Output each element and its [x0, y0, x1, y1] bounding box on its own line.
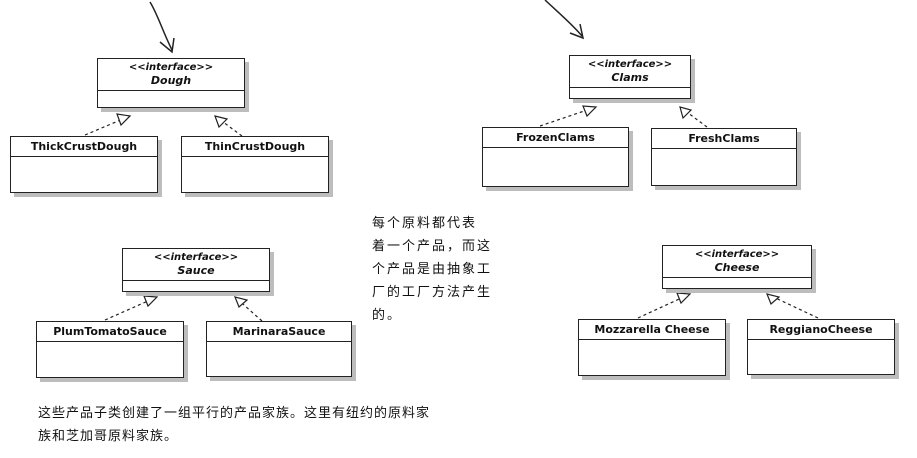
- interface-name: Dough: [150, 74, 192, 87]
- pointer-arrow-right: [544, 0, 583, 37]
- class-name: PlumTomatoSauce: [37, 322, 183, 342]
- side-annotation-line: 厂的工厂方法产生: [372, 285, 493, 300]
- realization-marinara: [234, 296, 263, 322]
- pointer-arrow-left-head: [159, 37, 175, 54]
- class-name: FrozenClams: [483, 128, 628, 148]
- stereotype-label: <<interface>>: [587, 59, 673, 70]
- realization-mozzarella: [637, 293, 691, 319]
- freshclams-class: FreshClams: [651, 128, 797, 186]
- triangle-plum: [143, 295, 159, 308]
- side-annotation-line: 每个原料都代表: [372, 216, 478, 231]
- dough-interface: <<interface>> Dough: [97, 58, 245, 108]
- side-annotation-line: 着一个产品，而这: [372, 239, 493, 254]
- bottom-annotation-line: 这些产品子类创建了一组平行的产品家族。这里有纽约的原料家: [38, 406, 431, 421]
- class-name: Mozzarella Cheese: [579, 320, 725, 340]
- clams-interface-header: <<interface>> Clams: [570, 56, 690, 88]
- realization-thincrust: [214, 115, 243, 137]
- reggianocheese-class: ReggianoCheese: [747, 319, 895, 375]
- interface-name: Clams: [611, 71, 649, 84]
- realization-thickcrust: [84, 115, 131, 136]
- side-annotation-line: 个产品是由抽象工: [372, 262, 493, 277]
- sauce-interface: <<interface>> Sauce: [122, 248, 270, 292]
- mozzarellacheese-class: Mozzarella Cheese: [578, 319, 726, 376]
- stereotype-label: <<interface>>: [128, 62, 214, 73]
- class-name: FreshClams: [652, 129, 796, 149]
- cheese-interface-header: <<interface>> Cheese: [663, 246, 811, 278]
- interface-name: Cheese: [714, 261, 760, 274]
- triangle-thickcrust: [116, 113, 132, 127]
- thincrustdough-class: ThinCrustDough: [181, 136, 329, 193]
- realization-plum: [104, 296, 158, 321]
- interface-name: Sauce: [177, 264, 215, 277]
- side-annotation-line: 的。: [372, 308, 403, 323]
- class-name: MarinaraSauce: [207, 322, 351, 342]
- class-name: ReggianoCheese: [748, 320, 894, 340]
- dough-interface-header: <<interface>> Dough: [98, 59, 244, 91]
- pointer-arrow-right-head: [569, 23, 585, 40]
- bottom-annotation-line: 族和芝加哥原料家族。: [38, 429, 179, 444]
- stereotype-label: <<interface>>: [694, 249, 780, 260]
- triangle-marinara: [234, 296, 249, 309]
- clams-interface: <<interface>> Clams: [569, 55, 691, 99]
- class-name: ThickCrustDough: [11, 137, 157, 157]
- plumtomatosauce-class: PlumTomatoSauce: [36, 321, 184, 378]
- bottom-annotation: 这些产品子类创建了一组平行的产品家族。这里有纽约的原料家 族和芝加哥原料家族。: [38, 402, 598, 448]
- frozenclams-class: FrozenClams: [482, 127, 629, 187]
- triangle-thincrust: [214, 115, 229, 129]
- triangle-reggiano: [766, 293, 781, 306]
- pointer-arrow-left: [149, 1, 173, 51]
- thickcrustdough-class: ThickCrustDough: [10, 136, 158, 193]
- stereotype-label: <<interface>>: [153, 252, 239, 263]
- realization-frozen: [539, 106, 597, 127]
- realization-fresh: [679, 106, 708, 128]
- triangle-frozen: [582, 105, 598, 118]
- side-annotation: 每个原料都代表 着一个产品，而这 个产品是由抽象工 厂的工厂方法产生 的。: [372, 212, 572, 327]
- triangle-mozzarella: [676, 292, 692, 305]
- marinarasauce-class: MarinaraSauce: [206, 321, 352, 377]
- triangle-fresh: [679, 106, 693, 120]
- cheese-interface: <<interface>> Cheese: [662, 245, 812, 289]
- realization-reggiano: [766, 293, 819, 319]
- class-name: ThinCrustDough: [182, 137, 328, 157]
- sauce-interface-header: <<interface>> Sauce: [123, 249, 269, 281]
